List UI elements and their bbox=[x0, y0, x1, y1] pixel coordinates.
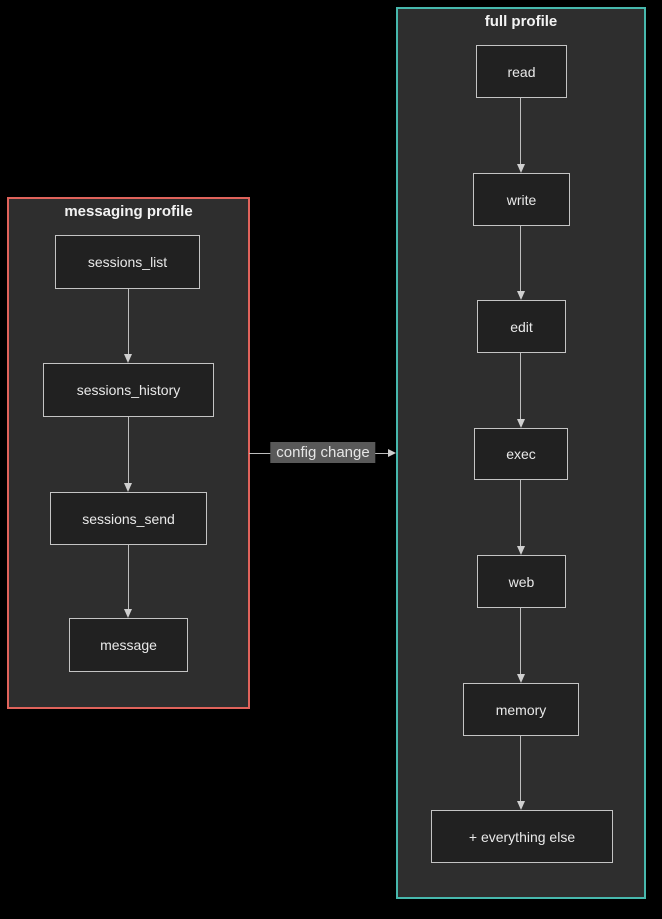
node-web-label: web bbox=[508, 573, 535, 590]
cluster-messaging-title: messaging profile bbox=[64, 203, 193, 220]
node-memory-label: memory bbox=[495, 701, 547, 718]
arrowhead-down-icon bbox=[124, 483, 132, 492]
arrowhead-right-icon bbox=[388, 449, 396, 457]
arrowhead-down-icon bbox=[517, 674, 525, 683]
cluster-full-title: full profile bbox=[484, 13, 558, 30]
node-everything-else: + everything else bbox=[431, 810, 613, 863]
node-write: write bbox=[473, 173, 570, 226]
edge-line bbox=[520, 480, 521, 546]
node-read: read bbox=[476, 45, 567, 98]
arrowhead-down-icon bbox=[124, 609, 132, 618]
node-memory: memory bbox=[463, 683, 579, 736]
node-sessions-list-label: sessions_list bbox=[87, 254, 168, 270]
arrowhead-down-icon bbox=[124, 354, 132, 363]
edge-line bbox=[520, 98, 521, 164]
node-sessions-send: sessions_send bbox=[50, 492, 207, 545]
edge-line bbox=[128, 417, 129, 483]
node-sessions-history-label: sessions_history bbox=[76, 382, 181, 398]
config-change-edge-label: config change bbox=[270, 442, 376, 463]
node-exec: exec bbox=[474, 428, 568, 480]
node-sessions-history: sessions_history bbox=[43, 363, 214, 417]
node-exec-label: exec bbox=[506, 446, 536, 462]
arrowhead-down-icon bbox=[517, 291, 525, 300]
edge-line bbox=[128, 545, 129, 609]
edge-line bbox=[520, 226, 521, 291]
node-everything-else-label: + everything else bbox=[468, 828, 576, 845]
edge-line bbox=[520, 353, 521, 419]
edge-line bbox=[128, 289, 129, 354]
node-message-label: message bbox=[100, 637, 157, 653]
node-write-label: write bbox=[506, 191, 537, 208]
node-web: web bbox=[477, 555, 566, 608]
cluster-messaging-profile: messaging profile sessions_list sessions… bbox=[7, 197, 250, 709]
arrowhead-down-icon bbox=[517, 164, 525, 173]
node-edit-label: edit bbox=[510, 318, 533, 335]
arrowhead-down-icon bbox=[517, 419, 525, 428]
node-sessions-list: sessions_list bbox=[55, 235, 200, 289]
node-message: message bbox=[69, 618, 188, 672]
arrowhead-down-icon bbox=[517, 801, 525, 810]
node-read-label: read bbox=[507, 63, 536, 80]
cluster-full-profile: full profile read write edit exec web me… bbox=[396, 7, 646, 899]
node-edit: edit bbox=[477, 300, 566, 353]
arrowhead-down-icon bbox=[517, 546, 525, 555]
edge-line bbox=[520, 608, 521, 674]
node-sessions-send-label: sessions_send bbox=[82, 510, 175, 527]
edge-line bbox=[520, 736, 521, 801]
